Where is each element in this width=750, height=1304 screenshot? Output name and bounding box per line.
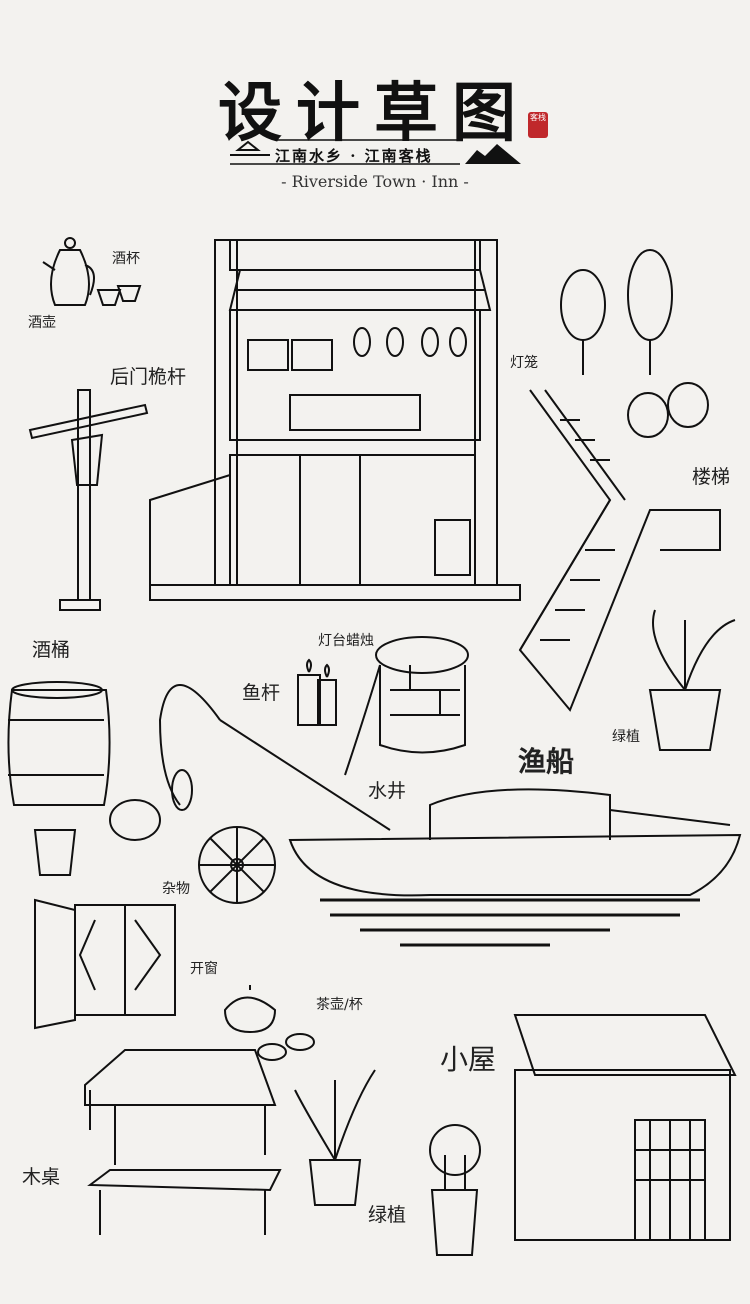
label-plant-2: 绿植 bbox=[368, 1204, 407, 1226]
table-drawing bbox=[84, 1049, 277, 1165]
flower-pot-drawing bbox=[429, 1124, 481, 1256]
barrel-drawing bbox=[7, 681, 111, 806]
label-tea: 茶壶/杯 bbox=[316, 997, 363, 1013]
candles-drawing bbox=[297, 658, 337, 726]
stairs-drawing bbox=[518, 389, 721, 712]
lanterns-drawing bbox=[560, 249, 673, 375]
label-misc: 杂物 bbox=[162, 881, 190, 897]
boat-drawing bbox=[288, 788, 742, 947]
label-window: 开窗 bbox=[190, 961, 218, 977]
label-lantern: 灯笼 bbox=[510, 355, 538, 371]
label-plant-1: 绿植 bbox=[612, 729, 640, 745]
seal-stamp: 客栈 bbox=[528, 112, 548, 138]
plant-pot2-drawing bbox=[294, 1069, 376, 1206]
label-hut: 小屋 bbox=[440, 1043, 497, 1076]
label-mast: 后门桅杆 bbox=[110, 366, 187, 388]
teapot-drawing bbox=[223, 985, 315, 1061]
lanterns-small bbox=[353, 327, 467, 357]
label-wine-pot: 酒壶 bbox=[28, 315, 56, 331]
wine-cups-drawing bbox=[96, 285, 142, 306]
wine-pot-drawing bbox=[42, 237, 95, 306]
label-stairs: 楼梯 bbox=[692, 466, 731, 488]
fishing-rod-drawing bbox=[158, 684, 391, 831]
label-barrel: 酒桶 bbox=[32, 639, 71, 661]
bench-drawing bbox=[87, 1169, 282, 1235]
window-drawing bbox=[34, 898, 176, 1030]
label-candle: 灯台蜡烛 bbox=[318, 633, 374, 649]
mast-drawing bbox=[28, 389, 149, 611]
label-wine-cup: 酒杯 bbox=[112, 251, 140, 267]
wheel-drawing bbox=[198, 826, 276, 904]
hut-drawing bbox=[513, 1014, 737, 1241]
plant-pot-drawing bbox=[648, 609, 736, 751]
english-subtitle: - Riverside Town · Inn - bbox=[281, 172, 469, 191]
inn-building-drawing bbox=[149, 239, 521, 601]
well-drawing bbox=[344, 636, 469, 776]
page-title: 设计草图 bbox=[218, 76, 530, 151]
label-fishing-boat: 渔船 bbox=[518, 745, 575, 778]
label-table: 木桌 bbox=[22, 1166, 61, 1188]
label-well: 水井 bbox=[368, 780, 407, 802]
wine-jars-drawing bbox=[627, 382, 709, 438]
jar-drawing bbox=[33, 799, 161, 876]
label-fishing-rod: 鱼杆 bbox=[242, 682, 281, 704]
subtitle: 江南水乡 · 江南客栈 bbox=[275, 147, 433, 165]
title-ornament bbox=[230, 139, 521, 165]
